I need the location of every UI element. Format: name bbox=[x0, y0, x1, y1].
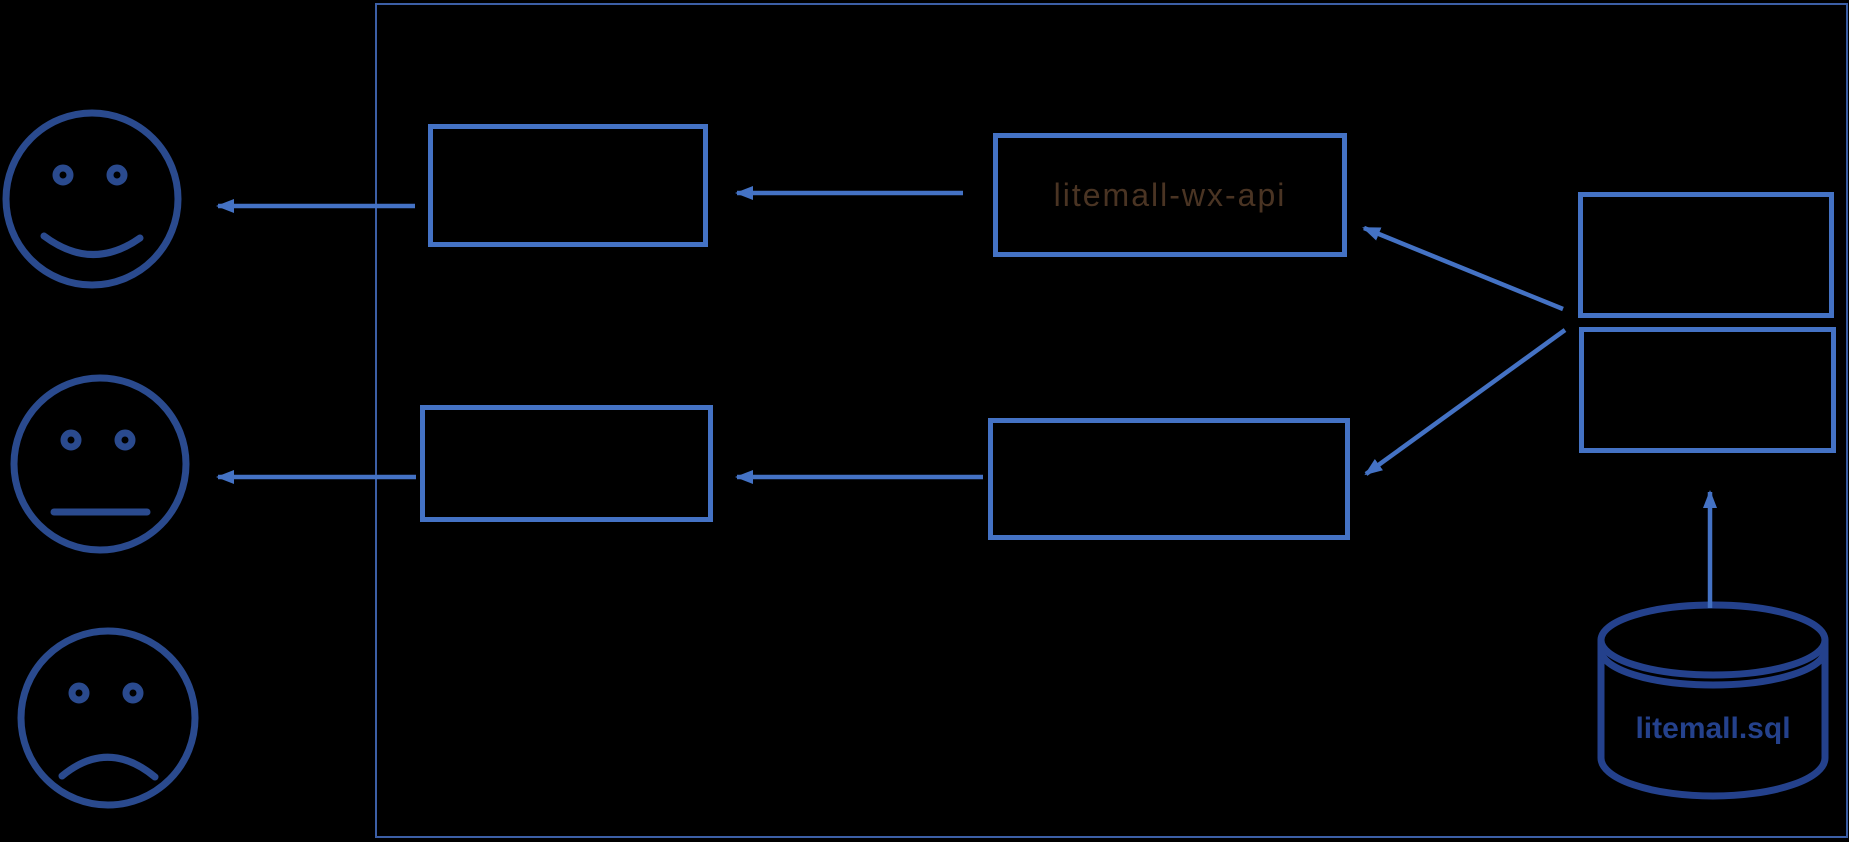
happy-face-icon bbox=[2, 109, 182, 289]
wx-api-label: litemall-wx-api bbox=[1053, 176, 1287, 213]
box-right-top bbox=[1578, 192, 1834, 318]
box-middle-center bbox=[988, 418, 1350, 540]
arrow-service-to-adminapi bbox=[1364, 328, 1567, 476]
neutral-face-icon bbox=[10, 374, 190, 554]
arrow-service-to-wxapi bbox=[1362, 225, 1564, 312]
box-middle-left bbox=[420, 405, 713, 522]
system-boundary-frame bbox=[375, 3, 1848, 838]
database-cylinder-icon bbox=[1597, 601, 1829, 800]
box-wx-api: litemall-wx-api bbox=[993, 133, 1347, 257]
sad-face-icon bbox=[17, 627, 199, 809]
box-top-left bbox=[428, 124, 708, 247]
database-label: litemall.sql bbox=[1635, 712, 1791, 745]
box-right-bottom bbox=[1579, 327, 1836, 453]
